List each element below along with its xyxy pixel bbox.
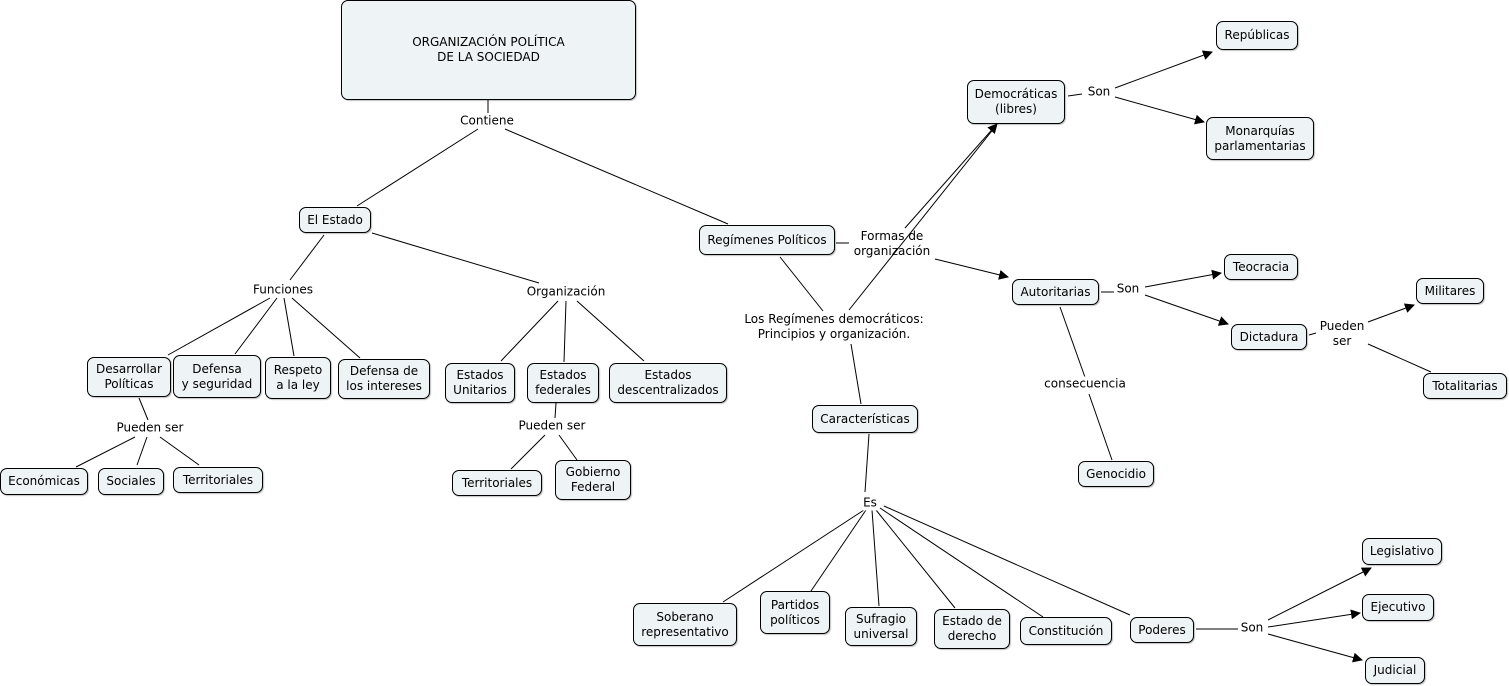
edge [138,397,149,421]
edge [1267,567,1372,621]
concept-constitucion[interactable]: Constitución [1020,617,1112,645]
concept-monarquias-parlamentarias[interactable]: Monarquías parlamentarias [1206,117,1314,160]
edge [810,509,867,592]
concept-economicas[interactable]: Económicas [0,468,88,495]
edge [283,297,295,357]
link-consecuencia: consecuencia [1042,376,1128,392]
concept-genocidio[interactable]: Genocidio [1078,461,1154,487]
concept-autoritarias[interactable]: Autoritarias [1012,279,1099,305]
concept-defensa-intereses[interactable]: Defensa de los intereses [338,359,430,399]
concept-respeto-ley[interactable]: Respeto a la ley [265,357,331,399]
concept-territoriales[interactable]: Territoriales [173,467,263,493]
concept-legislativo[interactable]: Legislativo [1362,538,1442,565]
edge [1144,269,1222,288]
edge [75,436,136,468]
concept-estados-federales[interactable]: Estados federales [527,363,599,403]
edge [510,434,546,470]
edge [1267,633,1363,663]
edge [504,128,729,225]
link-organizacion: Organización [524,284,608,300]
link-funciones: Funciones [251,282,315,298]
edge [234,297,278,355]
concept-partidos-politicos[interactable]: Partidos políticos [760,591,830,634]
edge [159,436,200,466]
link-son: Son [1114,281,1142,297]
concept-estados-descentralizados[interactable]: Estados descentralizados [609,363,727,403]
concept-root[interactable]: ORGANIZACIÓN POLÍTICA DE LA SOCIEDAD [341,0,636,100]
concept-soberano-representativo[interactable]: Soberano representativo [633,603,737,646]
edge [167,297,271,356]
link-principios: Los Regímenes democráticos: Principios y… [742,312,926,342]
concept-teocracia[interactable]: Teocracia [1224,254,1298,280]
edge [1367,343,1432,373]
concept-caracteristicas[interactable]: Características [812,405,918,433]
edge [371,232,540,284]
edge [289,234,325,281]
link-son: Son [1085,84,1113,100]
concept-militares[interactable]: Militares [1416,278,1484,304]
concept-gobierno-federal[interactable]: Gobierno Federal [555,460,631,500]
edge [356,128,479,207]
edge [1144,294,1229,326]
edge [1114,96,1205,125]
concept-ejecutivo[interactable]: Ejecutivo [1362,594,1434,621]
link-es: Es [861,495,879,511]
concept-desarrollar-politicas[interactable]: Desarrollar Políticas [87,357,171,397]
edge [1308,332,1317,336]
edge [500,300,559,362]
link-son: Son [1238,620,1266,636]
link-pueden-ser: Pueden ser [1317,319,1367,349]
concept-totalitarias[interactable]: Totalitarias [1423,373,1507,399]
link-pueden-ser: Pueden ser [516,418,588,434]
edge [848,126,996,311]
concept-sociales[interactable]: Sociales [98,468,164,495]
edge [879,507,1044,618]
edge [722,509,865,603]
edge [779,256,824,312]
concept-regimenes-politicos[interactable]: Regímenes Políticos [699,225,835,255]
link-contiene: Contiene [458,113,516,129]
edge [875,509,956,609]
concept-sufragio-universal[interactable]: Sufragio universal [845,607,917,646]
edge [554,402,557,419]
edge [850,343,862,405]
concept-defensa-seguridad[interactable]: Defensa y seguridad [173,355,261,398]
concept-estados-unitarios[interactable]: Estados Unitarios [445,363,515,403]
concept-republicas[interactable]: Repúblicas [1216,21,1298,50]
edge [883,505,1131,616]
edge [1267,609,1361,628]
link-formas-organizacion: Formas de organización [853,229,931,258]
edge [871,509,880,607]
concept-estado-derecho[interactable]: Estado de derecho [934,609,1010,649]
edge [576,300,645,362]
edge [136,436,148,466]
edge [904,123,998,229]
edge [1059,306,1087,381]
edge [864,433,870,493]
edge [1088,393,1113,461]
concept-territoriales-federal[interactable]: Territoriales [452,470,542,496]
concept-democraticas[interactable]: Democráticas (libres) [967,80,1065,124]
concept-poderes[interactable]: Poderes [1130,617,1194,643]
concept-judicial[interactable]: Judicial [1365,657,1425,684]
edge [934,258,1009,280]
concept-dictadura[interactable]: Dictadura [1231,324,1307,350]
edge [563,300,567,363]
edge [1067,93,1083,97]
link-pueden-ser: Pueden ser [114,420,186,436]
edge [1114,50,1213,89]
edge [558,434,578,461]
edge [291,297,361,359]
concept-el-estado[interactable]: El Estado [299,207,371,233]
edge [1367,303,1415,323]
